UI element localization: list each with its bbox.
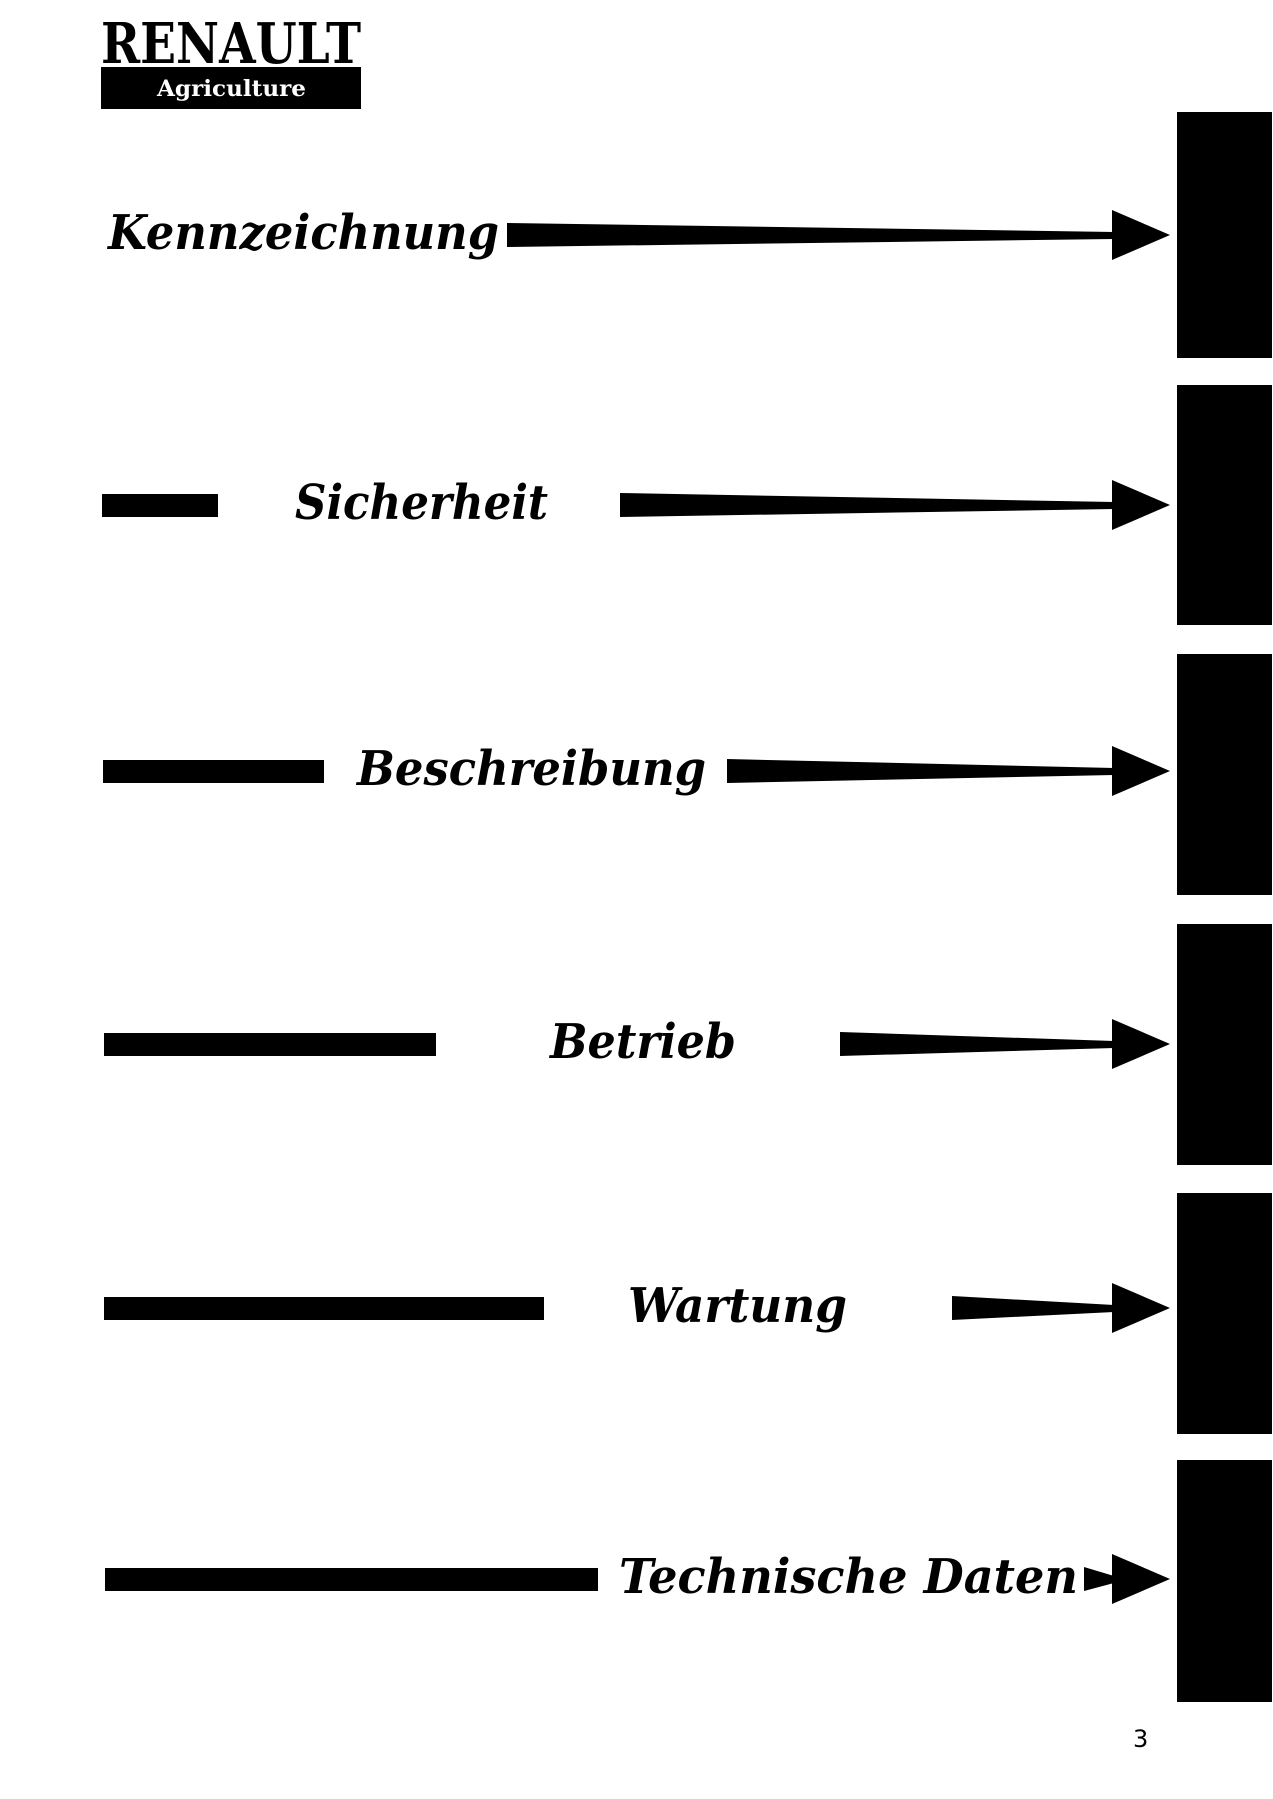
tab-technische-daten[interactable] <box>1177 1460 1272 1702</box>
arrow-shaft <box>840 1032 1114 1056</box>
tab-betrieb[interactable] <box>1177 924 1272 1165</box>
section-title[interactable]: Beschreibung <box>355 741 706 797</box>
section-title[interactable]: Betrieb <box>548 1014 736 1070</box>
leader-bar <box>102 494 218 517</box>
arrow-right-icon <box>1112 1554 1170 1604</box>
section-row[interactable]: Kennzeichnung <box>106 205 1170 261</box>
leader-bar <box>104 1297 544 1320</box>
tab-beschreibung[interactable] <box>1177 654 1272 895</box>
arrow-right-icon <box>1112 480 1170 530</box>
section-title[interactable]: Sicherheit <box>295 475 548 531</box>
arrow-shaft <box>620 493 1114 517</box>
section-row[interactable]: Beschreibung <box>103 741 1170 797</box>
arrow-right-icon <box>1112 1283 1170 1333</box>
section-row[interactable]: Technische Daten <box>105 1549 1170 1605</box>
section-title[interactable]: Technische Daten <box>619 1549 1078 1605</box>
section-row[interactable]: Betrieb <box>104 1014 1170 1070</box>
logo-bar <box>101 67 361 109</box>
tab-kennzeichnung[interactable] <box>1177 112 1272 358</box>
arrow-right-icon <box>1112 210 1170 260</box>
section-title[interactable]: Wartung <box>628 1278 847 1334</box>
arrow-shaft <box>952 1296 1114 1320</box>
arrow-shaft <box>727 759 1114 783</box>
section-row[interactable]: Wartung <box>104 1278 1170 1334</box>
section-title[interactable]: Kennzeichnung <box>106 205 499 261</box>
arrow-right-icon <box>1112 1019 1170 1069</box>
leader-bar <box>105 1568 598 1591</box>
arrow-shaft <box>507 223 1114 247</box>
renault-agriculture-logo: RENAULT Agriculture <box>101 11 361 109</box>
logo-sub: Agriculture <box>156 76 306 102</box>
tab-sicherheit[interactable] <box>1177 385 1272 625</box>
arrow-right-icon <box>1112 746 1170 796</box>
leader-bar <box>103 760 324 783</box>
tab-wartung[interactable] <box>1177 1193 1272 1434</box>
page-number: 3 <box>1133 1725 1148 1753</box>
leader-bar <box>104 1033 436 1056</box>
arrow-shaft <box>1084 1567 1114 1591</box>
logo-brand: RENAULT <box>101 11 361 77</box>
section-row[interactable]: Sicherheit <box>102 475 1170 531</box>
